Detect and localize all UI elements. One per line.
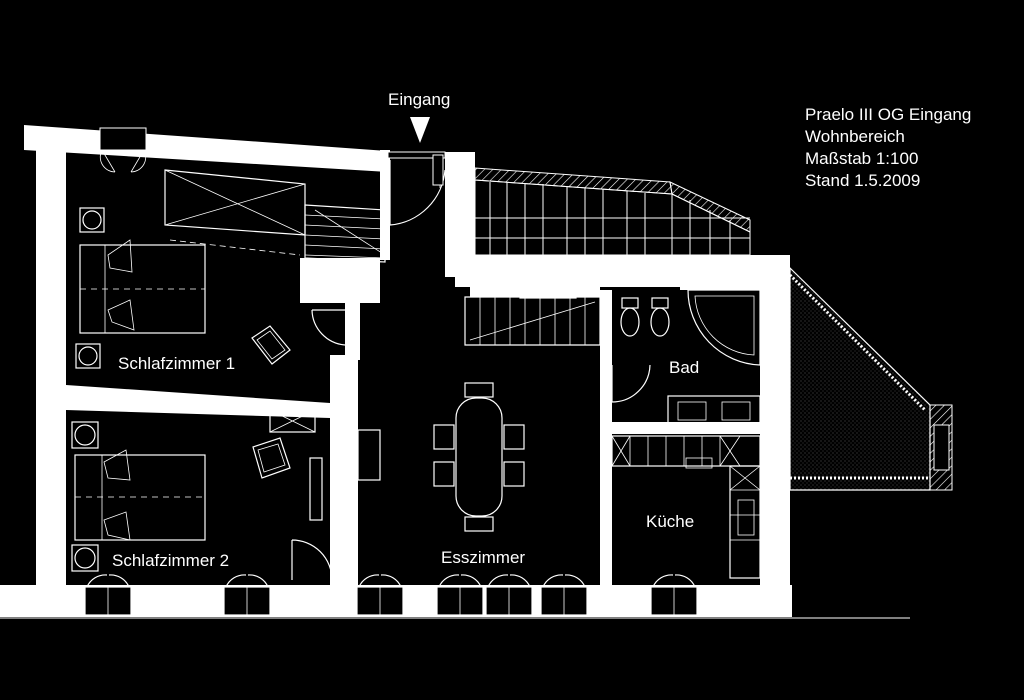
interior-walls bbox=[66, 150, 765, 585]
terrace bbox=[788, 266, 953, 491]
room-label-bath: Bad bbox=[669, 358, 700, 377]
balcony-grid bbox=[474, 167, 751, 256]
room-label-bedroom1: Schlafzimmer 1 bbox=[118, 354, 236, 373]
entrance-door bbox=[387, 151, 446, 226]
bottom-windows bbox=[84, 574, 698, 616]
title-line-2: Wohnbereich bbox=[805, 127, 905, 146]
title-line-1: Praelo III OG Eingang bbox=[805, 105, 972, 124]
title-line-3: Maßstab 1:100 bbox=[805, 149, 919, 168]
bedroom1-furniture bbox=[75, 127, 386, 369]
room-label-dining: Esszimmer bbox=[441, 548, 526, 567]
room-label-bedroom2: Schlafzimmer 2 bbox=[112, 551, 230, 570]
entrance-arrow-icon bbox=[410, 117, 430, 143]
title-line-4: Stand 1.5.2009 bbox=[805, 171, 921, 190]
kitchen-furniture bbox=[611, 435, 761, 579]
title-block: Praelo III OG Eingang Wohnbereich Maßsta… bbox=[805, 104, 971, 192]
room-label-kitchen: Küche bbox=[646, 512, 695, 531]
entrance-label: Eingang bbox=[388, 90, 451, 109]
dining-furniture bbox=[339, 279, 601, 532]
bedroom2-furniture bbox=[71, 409, 356, 581]
bath-furniture bbox=[611, 289, 789, 425]
